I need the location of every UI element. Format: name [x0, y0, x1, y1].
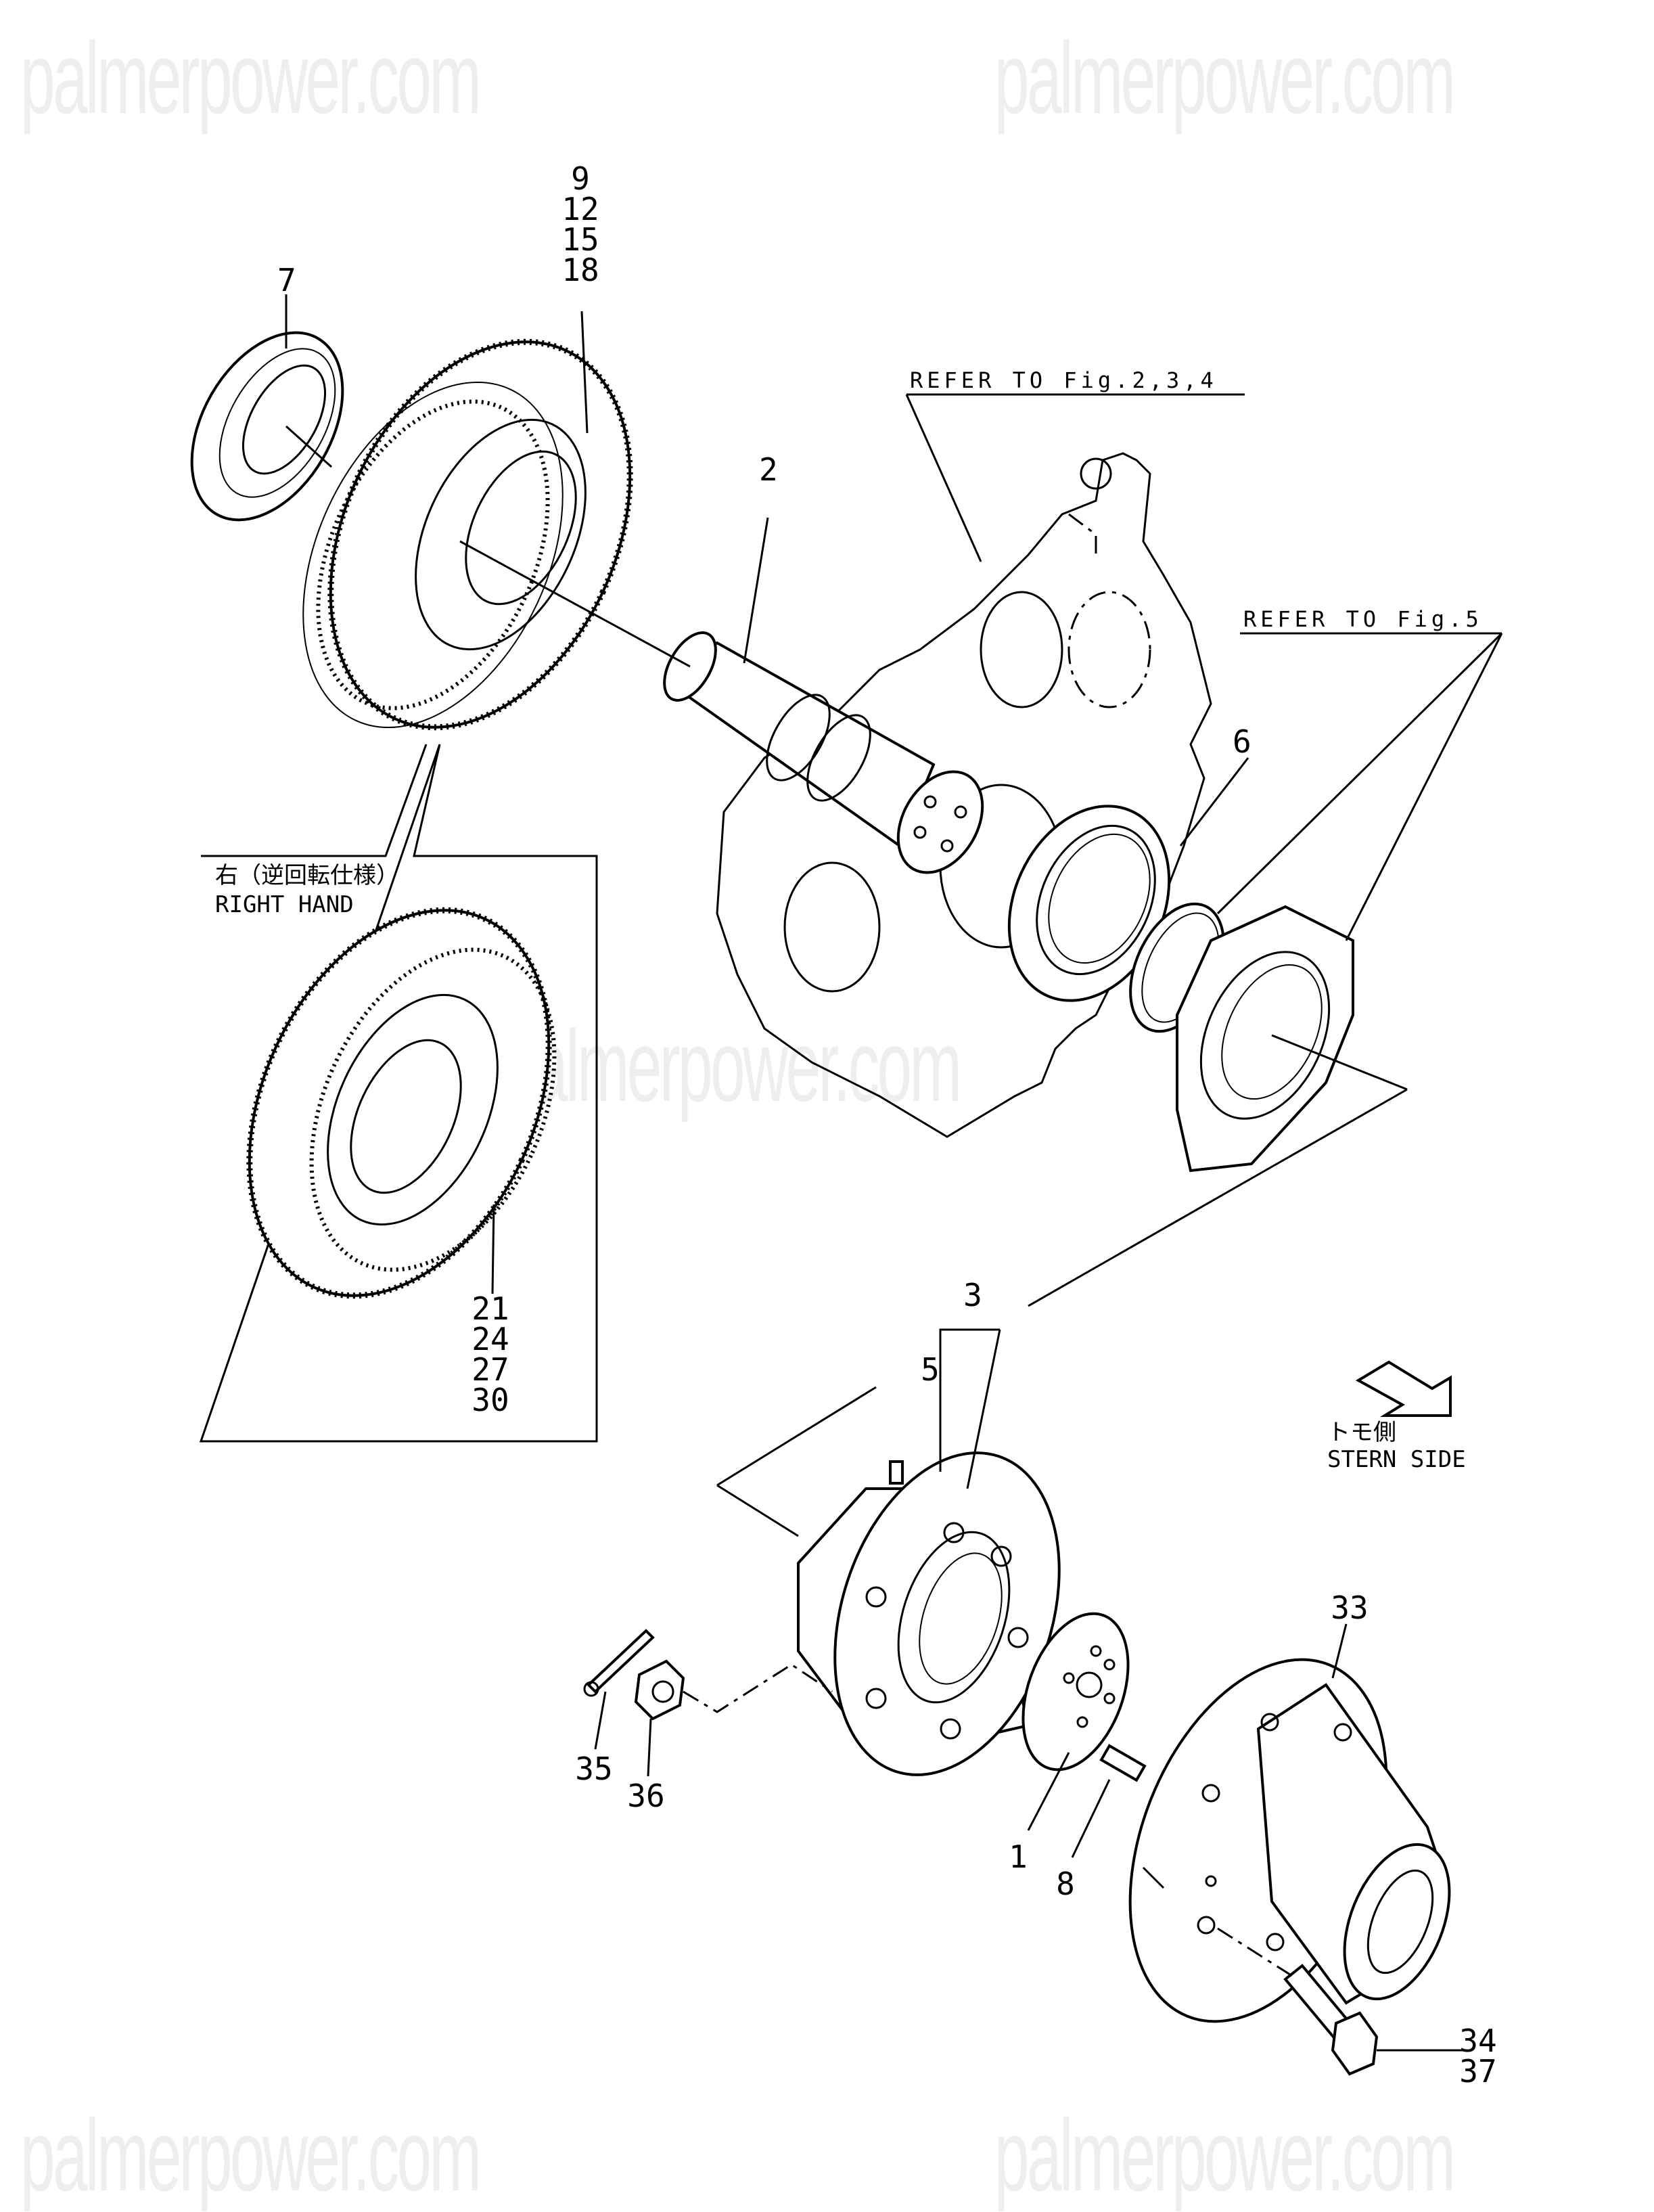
right-hand-inset: 右（逆回転仕様） RIGHT HAND 21 24 27 30	[191, 744, 607, 1443]
washer-1[interactable]	[1003, 1599, 1148, 1784]
helical-gear-right-hand[interactable]	[191, 862, 607, 1345]
callout-18: 18	[561, 252, 599, 288]
callout-9: 9	[571, 160, 590, 197]
callout-2: 2	[759, 451, 778, 488]
callout-21: 21	[472, 1290, 509, 1327]
coupling-3[interactable]	[796, 1424, 1098, 1804]
castle-nut-36[interactable]	[634, 1659, 685, 1721]
stern-arrow-icon	[1355, 1360, 1452, 1417]
watermark-top-right: palmerpower.com	[994, 21, 1456, 135]
callout-35: 35	[575, 1751, 612, 1787]
callout-27: 27	[472, 1351, 509, 1388]
callout-37: 37	[1459, 2053, 1496, 2090]
callout-30: 30	[472, 1382, 509, 1418]
helical-gear-left-hand[interactable]	[252, 294, 689, 776]
callout-36: 36	[627, 1778, 664, 1814]
callout-15: 15	[561, 221, 599, 258]
refer-fig-2-3-4[interactable]: REFER TO Fig.2,3,4	[910, 367, 1218, 393]
bearing-cover[interactable]	[1176, 905, 1354, 1173]
callout-3: 3	[963, 1277, 982, 1313]
callout-24: 24	[472, 1321, 509, 1357]
callout-7: 7	[277, 262, 296, 298]
leader-lines-upper	[285, 294, 1503, 1307]
callout-8: 8	[1056, 1866, 1075, 1902]
inset-title-en: RIGHT HAND	[215, 891, 354, 918]
bearing-7[interactable]	[161, 307, 374, 547]
callout-5: 5	[921, 1351, 940, 1388]
watermark-top-left: palmerpower.com	[20, 21, 482, 135]
callout-1: 1	[1009, 1838, 1028, 1875]
split-pin-35[interactable]	[583, 1629, 655, 1697]
bolt-8[interactable]	[1099, 1744, 1147, 1782]
inset-title-jp: 右（逆回転仕様）	[215, 862, 399, 889]
callout-6: 6	[1233, 723, 1251, 760]
callout-33: 33	[1331, 1589, 1368, 1626]
stern-label-jp: トモ側	[1327, 1419, 1396, 1446]
callout-34: 34	[1459, 2023, 1496, 2059]
shaft-2[interactable]	[654, 624, 1000, 887]
flange-33[interactable]	[1080, 1622, 1470, 2060]
bolt-34[interactable]	[1283, 1964, 1379, 2076]
stern-label-en: STERN SIDE	[1327, 1446, 1466, 1473]
refer-fig-5[interactable]: REFER TO Fig.5	[1243, 606, 1483, 632]
callout-12: 12	[561, 191, 599, 227]
stern-side-indicator: トモ側 STERN SIDE	[1327, 1360, 1466, 1473]
set-screw-5[interactable]	[889, 1460, 904, 1485]
